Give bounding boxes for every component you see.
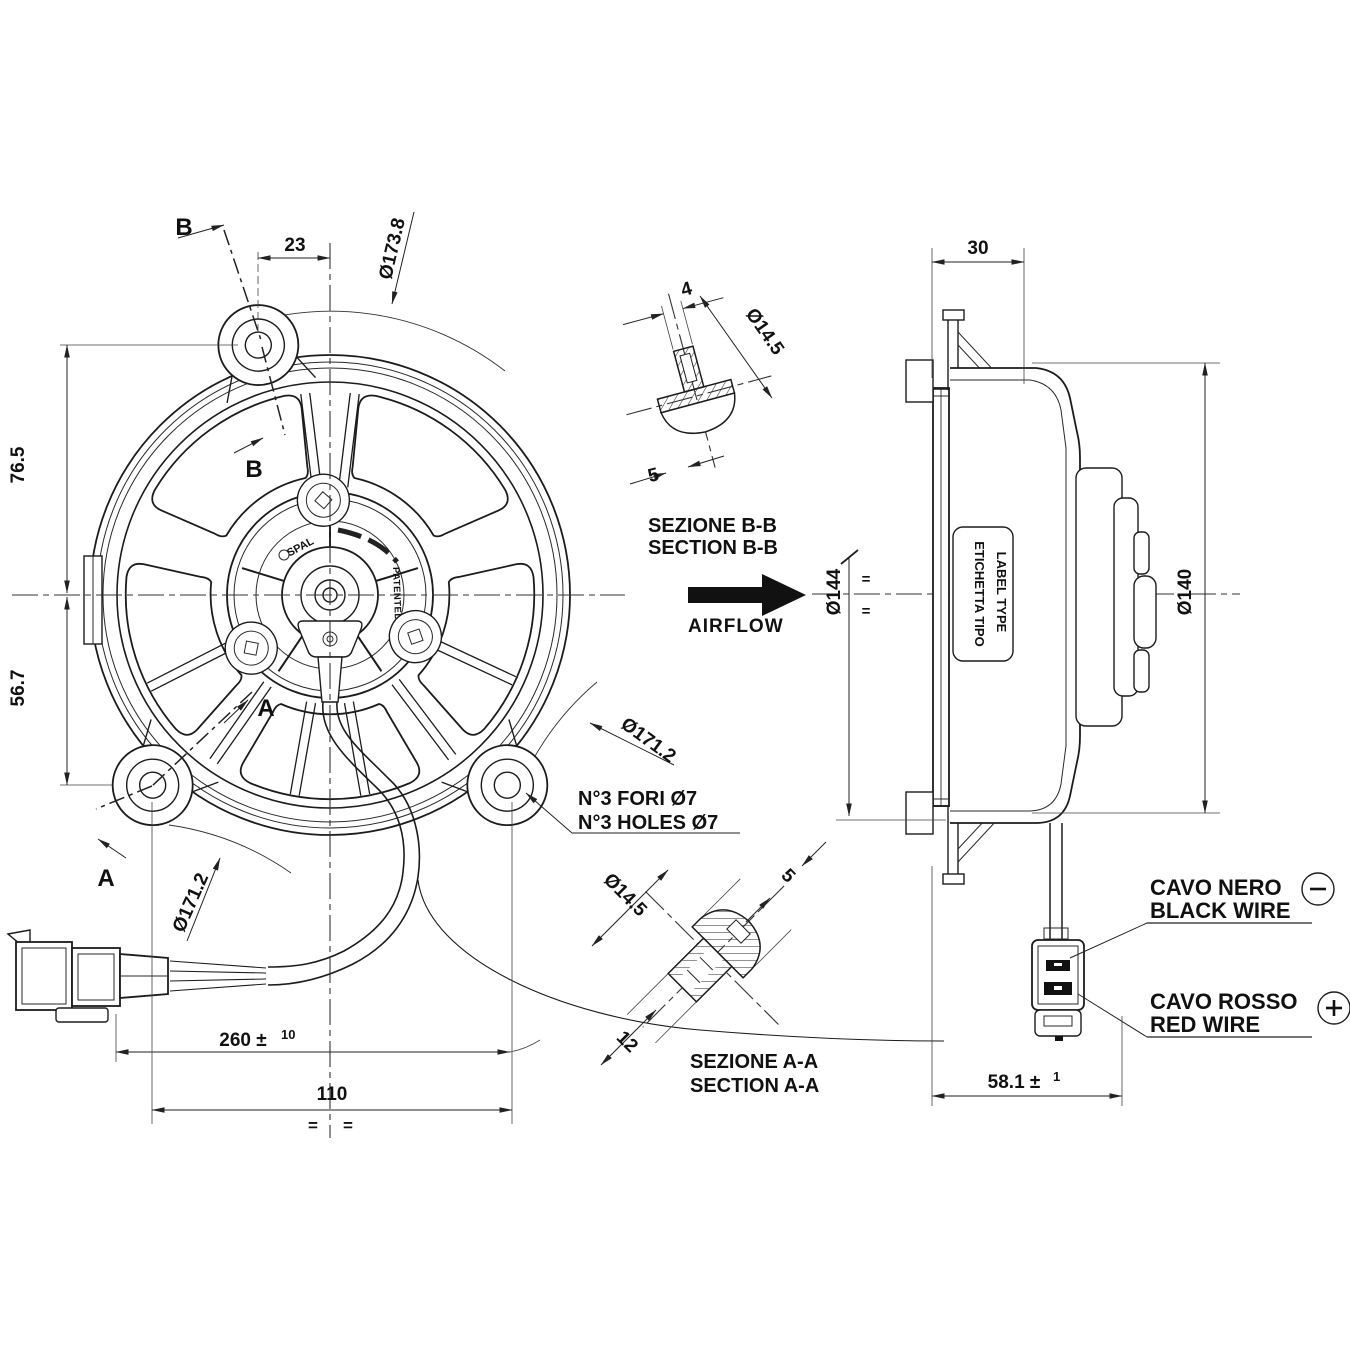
wire-positive-en-text: RED WIRE [1150,1012,1260,1037]
section-bb-dim-height-text: 5 [646,464,662,487]
section-line-a-a [95,691,253,810]
cable-slack-curve [417,879,945,1042]
bolt-circle-arc-left [168,824,292,874]
hub-patented-text: PATENTED [390,567,403,621]
wire-negative-en-text: BLACK WIRE [1150,898,1291,923]
dim-cable-length-tol-text: 10 [281,1027,295,1042]
dim-fan-diameter-text: Ø140 [1175,569,1196,615]
section-aa-dim-length-line [600,1009,657,1066]
power-cable [267,701,945,1042]
spal-logo-circle-icon [278,549,290,561]
section-aa-title-it: SEZIONE A-A [690,1051,818,1073]
symmetry-mark-left: = [308,1116,318,1135]
fan-blade [151,394,309,538]
spal-logo-swoosh [337,527,399,564]
shroud-profile-inner [950,379,1067,812]
support-struts [146,392,517,796]
front-view: SPAL PATENTED [6,211,945,1138]
section-bb-dim-width-text: 4 [679,278,695,301]
section-line-b-b [223,229,286,436]
airflow-arrow-icon [688,574,806,616]
dim-bolt-circle-left-leader [186,857,221,942]
section-bb-title-it: SEZIONE B-B [648,515,777,537]
dim-total-depth-tol-text: 1 [1053,1069,1060,1084]
mounting-ear-bottom-left [111,719,219,827]
dim-bolt-circle-right-leader [589,722,675,766]
wire-negative-it-text: CAVO NERO [1150,875,1282,900]
negative-wire-callout: CAVO NERO BLACK WIRE [1069,872,1335,959]
cable-connector-front [6,929,169,1023]
dim-hole-spacing-text: 110 [317,1084,348,1105]
dim-cable-length-text: 260 ± [219,1030,266,1051]
section-bb-dim-height-arrow-1 [629,472,667,485]
section-b-arrow-2 [233,437,264,454]
symmetry-mark-right: = [343,1116,353,1135]
hub-screw-bosses [224,473,443,675]
side-view: ETICHETTA TIPO LABEL TYPE 30 Ø144 [812,238,1350,1106]
motor-profile [1075,467,1157,727]
type-label-it-text: ETICHETTA TIPO [972,541,987,646]
airflow-indicator: AIRFLOW [688,574,806,637]
dim-upper-height-text: 76.5 [8,446,29,483]
section-bb-detail: 4 Ø14.5 5 SEZIONE B-B SECTION B-B [622,278,788,559]
side-bracket-bottom [905,791,1026,885]
positive-wire-callout: CAVO ROSSO RED WIRE [1077,989,1350,1038]
section-bb-dim-height-arrow-2 [687,455,725,468]
dim-bolt-circle-left-text: Ø171.2 [169,870,214,935]
wire-positive-it-text: CAVO ROSSO [1150,989,1298,1014]
dim-260-right-extension-curve [509,1039,541,1053]
type-label-sticker [952,526,1014,662]
section-b-label-2: B [245,456,262,483]
cable-wires-fanout [169,960,267,992]
section-aa-dim-height-text: 5 [777,865,800,888]
section-aa-title-en: SECTION A-A [690,1075,819,1097]
section-aa-dim-height-arrow-2 [801,841,827,867]
dim-total-depth-text: 58.1 ± [988,1072,1041,1093]
fan-blade [124,562,243,736]
dim-shroud-diameter-text: Ø144 [824,568,845,615]
dim-depth-flange-text: 30 [967,238,988,259]
dim-od-leader [391,211,415,305]
section-a-label-2: A [97,865,114,892]
holes-note-it-text: N°3 FORI Ø7 [578,788,697,810]
mounting-ear-bottom-right [441,719,549,827]
fan-blade [417,562,536,736]
airflow-label: AIRFLOW [688,616,784,637]
section-bb-dim-diameter-text: Ø14.5 [741,305,788,360]
dim-144-symmetry-top: = [862,571,871,588]
section-a-arrow-2 [97,838,127,859]
section-aa-dim-diameter-line [591,869,669,947]
dim-bolt-circle-right-text: Ø171.2 [617,714,680,768]
holes-note-en-text: N°3 HOLES Ø7 [578,812,718,834]
motor-mount-hub: SPAL PATENTED [224,473,443,703]
dim-hole-offset-text: 23 [284,235,305,256]
wire-collar [1043,927,1069,940]
type-label-en-text: LABEL TYPE [994,552,1009,633]
section-bb-dim-diameter-line [699,295,773,399]
dim-144-symmetry-bottom: = [862,603,871,620]
section-aa-screw [626,878,792,1044]
section-b-arrow-1 [177,224,225,239]
section-b-label-1: B [175,214,192,241]
section-aa-dim-length-text: 12 [612,1027,642,1057]
negative-wire-leader [1069,922,1148,959]
section-aa-detail: Ø14.5 5 12 SEZIONE A-A SECTION A-A [591,841,827,1097]
positive-wire-leader [1077,993,1148,1038]
holes-note-leader [525,792,573,834]
dim-144-tick [840,549,859,565]
section-a-label-1: A [257,695,274,722]
section-aa-dim-height-arrow-1 [745,897,771,923]
section-a-arrow-1 [223,699,249,724]
section-bb-title-en: SECTION B-B [648,537,778,559]
section-bb-screw [622,293,772,468]
fan-blade [351,394,509,538]
dim-lower-height-text: 56.7 [8,670,29,707]
mounting-ear-top [217,304,317,404]
side-wire [1049,823,1063,940]
